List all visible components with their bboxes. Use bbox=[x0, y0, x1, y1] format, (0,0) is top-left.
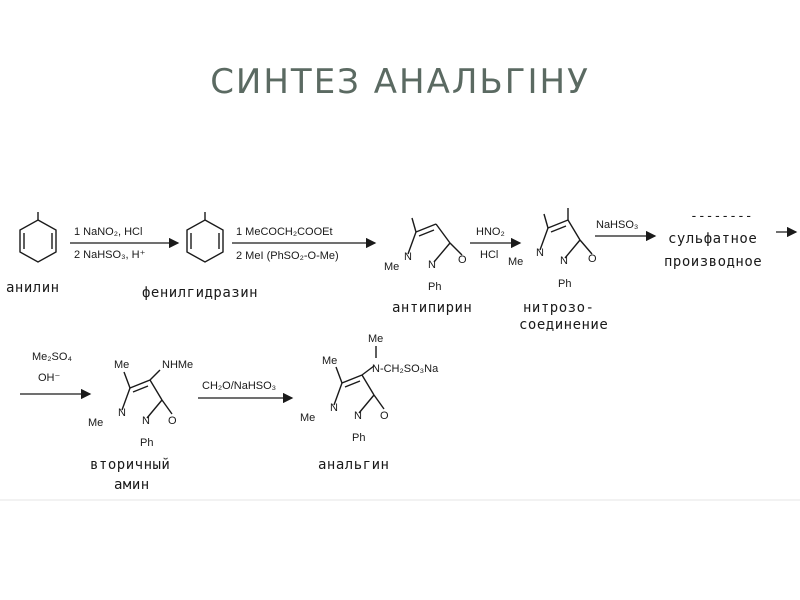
antipyrine-n2: N bbox=[428, 259, 436, 271]
amine-nhme-group: NHMe bbox=[162, 359, 193, 371]
step3-reagent-1: HNO₂ bbox=[476, 226, 505, 238]
antipyrine-me-group: Me bbox=[384, 261, 399, 273]
amine-n2: N bbox=[142, 415, 150, 427]
amine-me-top: Me bbox=[114, 359, 129, 371]
antipyrine-ph-group: Ph bbox=[428, 281, 441, 293]
nitroso-label-2: соединение bbox=[519, 317, 608, 333]
nitroso-ph-group: Ph bbox=[558, 278, 571, 290]
analgin-n1: N bbox=[330, 402, 338, 414]
analgin-structure bbox=[333, 346, 385, 414]
nitroso-n1: N bbox=[536, 247, 544, 259]
antipyrine-structure bbox=[407, 217, 463, 263]
analgin-me-top: Me bbox=[322, 355, 337, 367]
sulfate-placeholder-dashes: -------- bbox=[690, 209, 753, 224]
analgin-o-group: O bbox=[380, 410, 389, 422]
aniline-label: анилин bbox=[6, 280, 60, 296]
amine-label-2: амин bbox=[114, 477, 150, 493]
antipyrine-n1: N bbox=[404, 251, 412, 263]
step1-reagent-1: 1 NaNO₂, HCl bbox=[74, 226, 142, 238]
analgin-me-n: Me bbox=[368, 333, 383, 345]
amine-ph-group: Ph bbox=[140, 437, 153, 449]
secondary-amine-structure bbox=[121, 369, 173, 419]
phenylhydrazine-label: фенилгидразин bbox=[142, 285, 258, 301]
antipyrine-o-group: O bbox=[458, 254, 467, 266]
analgin-ph-group: Ph bbox=[352, 432, 365, 444]
nitroso-n2: N bbox=[560, 255, 568, 267]
nitroso-structure bbox=[539, 208, 593, 259]
step5-reagent-2: OH⁻ bbox=[38, 372, 61, 384]
step5-reagent-1: Me₂SO₄ bbox=[32, 351, 72, 363]
nitroso-me-group: Me bbox=[508, 256, 523, 268]
sulfate-label-2: производное bbox=[664, 254, 762, 270]
antipyrine-label: антипирин bbox=[392, 300, 472, 316]
phenylhydrazine-structure bbox=[186, 212, 224, 263]
amine-o-group: O bbox=[168, 415, 177, 427]
amine-n1: N bbox=[118, 407, 126, 419]
step3-reagent-2: HCl bbox=[480, 249, 498, 261]
analgin-n2: N bbox=[354, 410, 362, 422]
analgin-ch2so3na-group: N-CH₂SO₃Na bbox=[372, 363, 439, 375]
step1-reagent-2: 2 NaHSO₃, H⁺ bbox=[74, 249, 146, 261]
sulfate-label-1: сульфатное bbox=[668, 231, 757, 247]
step6-reagent-1: CH₂O/NaHSO₃ bbox=[202, 380, 276, 392]
nitroso-o-group: O bbox=[588, 253, 597, 265]
step2-reagent-2: 2 MeI (PhSO₂-O-Me) bbox=[236, 250, 339, 262]
step4-reagent-1: NaHSO₃ bbox=[596, 219, 638, 231]
amine-label-1: вторичный bbox=[90, 457, 170, 473]
aniline-structure bbox=[19, 212, 57, 263]
slide-title: СИНТЕЗ АНАЛЬГІНУ bbox=[210, 62, 590, 102]
amine-me-n: Me bbox=[88, 417, 103, 429]
nitroso-label-1: нитрозо- bbox=[523, 300, 594, 316]
step2-reagent-1: 1 MeCOCH₂COOEt bbox=[236, 226, 333, 238]
analgin-label: анальгин bbox=[318, 457, 389, 473]
analgin-me-n1: Me bbox=[300, 412, 315, 424]
